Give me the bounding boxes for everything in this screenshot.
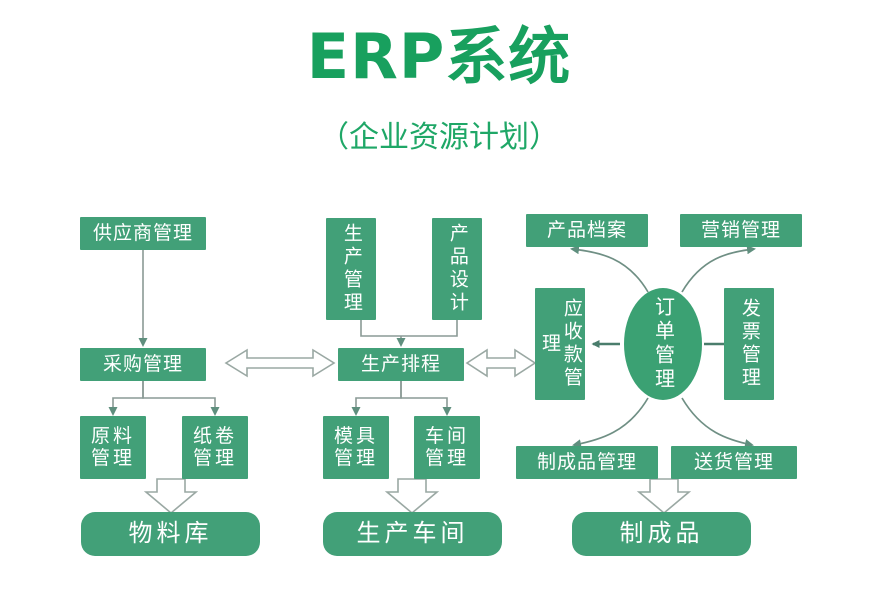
link-procurement-to-paper-roll [142,381,220,416]
curve-order-to-finished-goods-mgmt [572,397,649,449]
node-raw-material-mgmt[interactable]: 原料 管理 [80,416,146,479]
curve-order-to-delivery [681,397,754,448]
block-arrow-to-material-warehouse [143,478,199,515]
node-order-mgmt[interactable]: 订单管理 [624,288,702,400]
node-production-workshop[interactable]: 生产车间 [323,512,502,556]
page-title: ERP系统 [306,20,572,93]
node-material-warehouse[interactable]: 物料库 [81,512,260,556]
node-finished-goods-mgmt[interactable]: 制成品管理 [516,446,658,479]
block-arrow-to-production-workshop [384,478,440,515]
curve-order-to-marketing [681,245,756,293]
block-arrow-to-finished-goods [636,478,692,515]
link-schedule-to-mold [351,381,402,416]
node-production-mgmt[interactable]: 生产管理 [326,218,376,320]
node-marketing-mgmt[interactable]: 营销管理 [680,214,802,247]
link-procurement-to-raw-material [108,381,144,416]
node-receivables-mgmt[interactable]: 应收款管理 [535,288,585,400]
node-finished-goods[interactable]: 制成品 [572,512,751,556]
link-production-mgmt-to-schedule [360,320,401,337]
node-mold-mgmt[interactable]: 模具 管理 [323,416,389,479]
page-subtitle: （企业资源计划） [319,120,559,155]
link-product-design-to-schedule [401,320,458,337]
block-arrow-procurement-schedule [224,348,336,378]
node-paper-roll-mgmt[interactable]: 纸卷 管理 [182,416,248,479]
link-schedule-to-workshop [400,381,452,416]
node-invoice-mgmt[interactable]: 发票管理 [724,288,774,400]
node-procurement-mgmt[interactable]: 采购管理 [80,348,206,381]
node-production-schedule[interactable]: 生产排程 [338,348,464,381]
node-delivery-mgmt[interactable]: 送货管理 [671,446,797,479]
node-product-design[interactable]: 产品设计 [432,218,482,320]
node-supplier-mgmt[interactable]: 供应商管理 [80,217,206,250]
curve-order-to-product-archive [570,245,649,293]
node-product-archive[interactable]: 产品档案 [526,214,648,247]
node-workshop-mgmt[interactable]: 车间 管理 [414,416,480,479]
block-arrow-schedule-receivables [465,348,537,378]
